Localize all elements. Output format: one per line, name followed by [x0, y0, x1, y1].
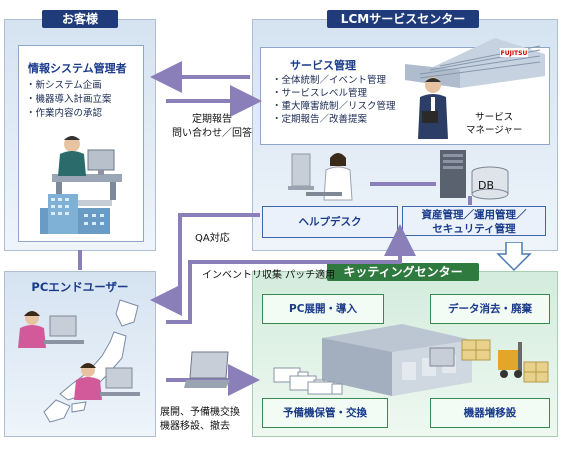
manager-label: サービス マネージャー — [466, 112, 523, 136]
service-item: ・全体統制／イベント管理 — [272, 75, 387, 86]
lcm-tab: LCMサービスセンター — [327, 10, 479, 28]
customer-item: ・作業内容の承認 — [26, 108, 103, 119]
customer-item: ・機器導入計画立案 — [26, 94, 112, 105]
service-manager-illustration — [418, 77, 448, 139]
pc-user-tab: PCエンドユーザー — [31, 280, 129, 294]
down-arrow-icon — [496, 242, 532, 272]
deploy-flow-label: 展開、予備機交換 機器移設、撤去 — [160, 407, 240, 432]
lcm-building-illustration: FUJITSU — [405, 38, 545, 88]
helpdesk-operator-illustration — [288, 153, 353, 201]
kitting-box-relocate: 機器増移設 — [430, 398, 550, 428]
svg-text:FUJITSU: FUJITSU — [501, 50, 528, 57]
qa-flow-label: QA対応 — [195, 233, 230, 244]
kitting-tab: キッティングセンター — [327, 263, 479, 281]
report-flow-label: 定期報告 問い合わせ／回答 — [172, 114, 252, 139]
service-items: ・全体統制／イベント管理 ・サービスレベル管理 ・重大障害統制／リスク管理 ・定… — [272, 74, 396, 126]
warehouse-illustration — [273, 324, 549, 396]
kitting-box-dispose: データ消去・廃棄 — [430, 294, 550, 324]
kitting-box-deploy: PC展開・導入 — [262, 294, 384, 324]
customer-item: ・新システム企画 — [26, 80, 102, 91]
inventory-flow-label: インベントリ収集 パッチ適用 — [202, 270, 336, 281]
db-server-icon — [440, 150, 509, 200]
service-title: サービス管理 — [290, 59, 356, 72]
db-label: DB — [478, 179, 495, 192]
asset-mgmt-box: 資産管理／運用管理／ セキュリティ管理 — [402, 206, 546, 236]
admin-person-illustration — [40, 136, 122, 234]
customer-tab: お客様 — [42, 10, 118, 28]
service-item: ・重大障害統制／リスク管理 — [272, 101, 396, 112]
laptop-icon — [184, 351, 230, 388]
helpdesk-box: ヘルプデスク — [262, 206, 398, 238]
service-item: ・定期報告／改善提案 — [272, 114, 368, 125]
service-item: ・サービスレベル管理 — [272, 88, 368, 99]
customer-title: 情報システム管理者 — [28, 62, 127, 75]
japan-map-illustration — [18, 299, 140, 423]
kitting-box-spare: 予備機保管・交換 — [262, 398, 388, 428]
customer-items: ・新システム企画 ・機器導入計画立案 ・作業内容の承認 — [26, 79, 112, 121]
